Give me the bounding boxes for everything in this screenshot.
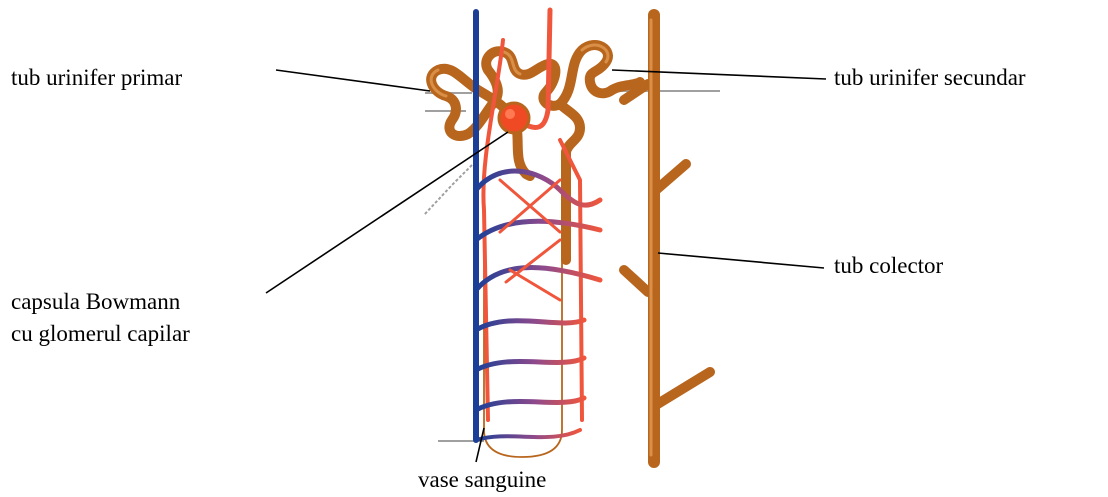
label-tub-urinifer-secundar: tub urinifer secundar (834, 62, 1026, 94)
leader-bowmann (266, 132, 508, 293)
bowman-capsule-glomerulus (499, 103, 529, 133)
label-vase-sanguine: vase sanguine (418, 464, 546, 496)
label-tub-urinifer-primar: tub urinifer primar (11, 62, 182, 94)
label-capsula-line1: capsula Bowmann (11, 286, 190, 318)
label-capsula-line2: cu glomerul capilar (11, 318, 190, 350)
leader-primar (276, 70, 430, 91)
label-capsula-bowmann: capsula Bowmann cu glomerul capilar (11, 286, 190, 350)
leader-colector (658, 253, 824, 268)
urinary-tubule (431, 45, 640, 260)
leader-secundar (612, 70, 826, 79)
label-tub-colector: tub colector (834, 250, 943, 282)
